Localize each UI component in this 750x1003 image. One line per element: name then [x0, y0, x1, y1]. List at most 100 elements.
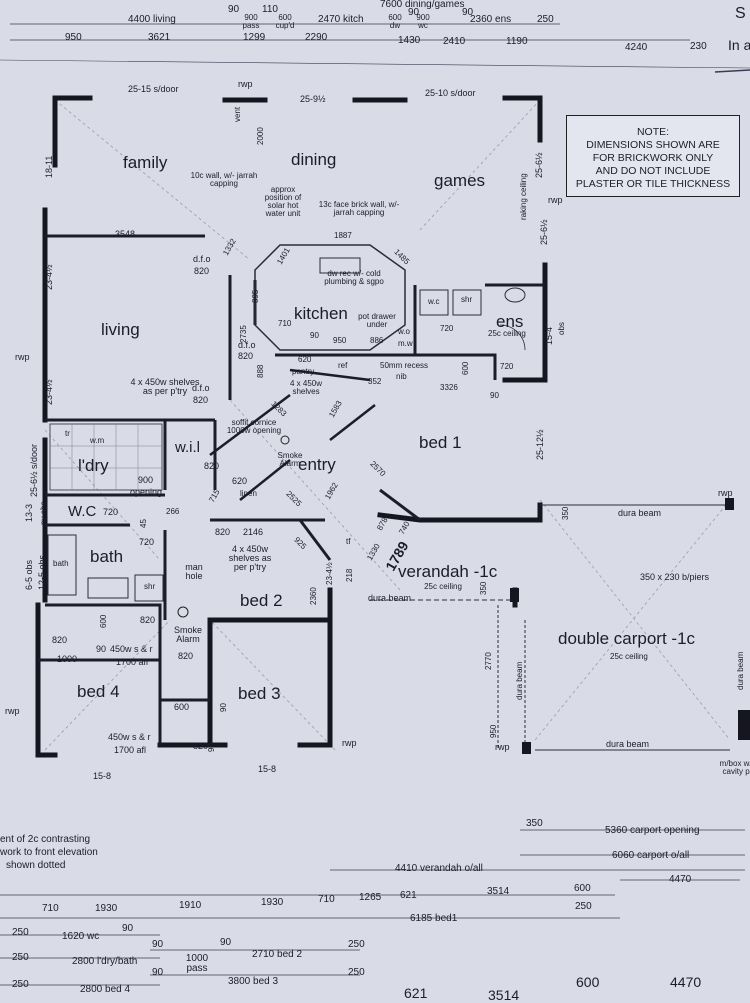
label-90-bed1: 90: [490, 391, 499, 400]
top-dim-kitch: 2470 kitch: [318, 14, 364, 25]
label-elevation-2: work to front elevation: [0, 847, 98, 858]
label-820-bed4: 820: [52, 635, 68, 645]
label-sr-b: 450w s & r: [108, 732, 151, 742]
label-carport-opening: 5360 carport opening: [605, 825, 700, 836]
label-wo-kitchen: w.o: [398, 327, 411, 336]
external-walls: [35, 95, 548, 758]
bottom-90-wc: 90: [122, 923, 134, 934]
label-soffit: soffit cornice 1000w opening: [226, 418, 282, 435]
label-820-bed2: 820: [215, 527, 231, 537]
bottom-2800-bed4: 2800 bed 4: [80, 984, 131, 995]
label-15-8-a: 15-8: [93, 771, 112, 781]
label-888: 888: [256, 364, 265, 378]
label-s-door-side: 25-6½ s/door: [29, 443, 39, 497]
label-25-6-b: 25-6½: [539, 219, 549, 245]
bath-tub: [47, 534, 77, 596]
label-886: 886: [370, 336, 384, 345]
label-600-recess: 600: [461, 361, 470, 375]
top-dim-90c: 90: [462, 7, 474, 18]
laundry-tiled-area: [49, 423, 163, 491]
label-90-kitchen: 90: [310, 331, 319, 340]
room-wil: w.i.l: [175, 439, 201, 456]
room-living: living: [101, 320, 140, 339]
label-rwp-top: rwp: [238, 79, 253, 89]
label-3548: 3548: [115, 229, 136, 239]
label-1887: 1887: [334, 231, 352, 240]
label-950-carport: 950: [489, 724, 498, 738]
kitchen-sink: [319, 257, 361, 274]
label-820-upper: 820: [194, 266, 210, 276]
label-brick-mid: 25-9½: [300, 94, 326, 104]
label-shelves-c: 4 x 450w shelves as per p'try: [228, 544, 272, 572]
label-23-4-b: 23-4½: [44, 379, 54, 405]
label-wall-note: 10c wall, w/- jarrah capping: [190, 171, 258, 188]
label-720-wc: 720: [103, 507, 119, 517]
label-rwp-bed4: rwp: [5, 706, 20, 716]
smoke-alarm-hall-icon: [177, 606, 189, 618]
top-dim-90a: 90: [228, 4, 240, 15]
label-620-pantry: 620: [298, 355, 312, 364]
label-820-hall: 820: [140, 615, 156, 625]
label-rwp-bed3: rwp: [342, 738, 357, 748]
label-15-4: 15-4: [544, 326, 554, 345]
label-pot-drawer: pot drawer under: [358, 312, 396, 329]
label-obs: obs: [557, 322, 566, 335]
note-line-5: PLASTER OR TILE THICKNESS: [575, 178, 731, 190]
room-kitchen: kitchen: [294, 304, 348, 323]
label-smoke-hall: Smoke Alarm: [173, 625, 202, 644]
label-352: 352: [368, 377, 382, 386]
label-bipiers: 350 x 230 b/piers: [640, 572, 710, 582]
note-line-4: AND DO NOT INCLUDE: [595, 165, 711, 177]
label-600-bed3: 600: [174, 702, 190, 712]
bottom-1620-wc: 1620 wc: [62, 931, 100, 942]
label-shr-bath: shr: [144, 582, 156, 591]
top-dim-90b: 90: [408, 7, 420, 18]
label-350-bottom: 350: [526, 818, 543, 829]
label-pantry: pantry: [292, 367, 315, 376]
label-218: 218: [345, 568, 354, 582]
label-dfo-mid: d.f.o: [238, 340, 256, 350]
label-600-bed4: 600: [99, 614, 108, 628]
label-23-4-a: 23-4½: [44, 264, 54, 290]
room-games: games: [434, 171, 486, 190]
label-dfo-wil: d.f.o: [192, 383, 210, 393]
top-dim-4240: 4240: [625, 42, 648, 53]
label-wm: w.m: [90, 436, 105, 445]
label-vent: vent: [233, 106, 242, 122]
label-mbox: m/box w/- cavity pl: [719, 759, 750, 776]
bottom-1000-pass: 1000 pass: [185, 953, 209, 974]
bottom-big-4470: 4470: [670, 974, 702, 990]
top-dim-110: 110: [262, 4, 278, 15]
label-3326: 3326: [440, 383, 458, 392]
room-dining: dining: [291, 150, 337, 169]
room-laundry: l'dry: [78, 456, 109, 475]
label-620-linen: 620: [232, 476, 248, 486]
bottom-1930-b: 1930: [261, 897, 284, 908]
note-line-2: DIMENSIONS SHOWN ARE: [586, 139, 720, 151]
bottom-1910: 1910: [179, 900, 202, 911]
bottom-250-ldry: 250: [12, 952, 29, 963]
bottom-big-600: 600: [576, 974, 600, 990]
label-18-11: 18-11: [44, 155, 54, 178]
label-rwp-carport-bottom: rwp: [495, 742, 510, 752]
label-25-6-a: 25-6½: [534, 152, 544, 178]
label-6-5: 6-5 obs: [24, 559, 34, 590]
ens-door-swing: [499, 324, 526, 351]
label-shelves-a: 4 x 450w shelves: [289, 379, 323, 396]
bottom-250: 250: [575, 901, 592, 912]
label-mw: m.w: [398, 339, 413, 348]
label-895: 895: [251, 289, 260, 303]
bath-shower: [134, 574, 164, 602]
top-dim-wc: 900 wc: [416, 13, 430, 30]
label-820-bed3: 820: [193, 741, 209, 751]
bottom-3800-bed3: 3800 bed 3: [228, 976, 279, 987]
bottom-250-wc: 250: [12, 927, 29, 938]
room-entry: entry: [298, 455, 336, 474]
bottom-90-a: 90: [152, 939, 164, 950]
top-dim-cupd: 600 cup'd: [275, 13, 295, 30]
label-afl-b: 1700 afl: [114, 745, 147, 755]
label-dura-beam-right: dura beam: [736, 651, 745, 690]
label-1000: 1000: [57, 654, 78, 664]
label-90-bed4: 90: [96, 644, 107, 654]
